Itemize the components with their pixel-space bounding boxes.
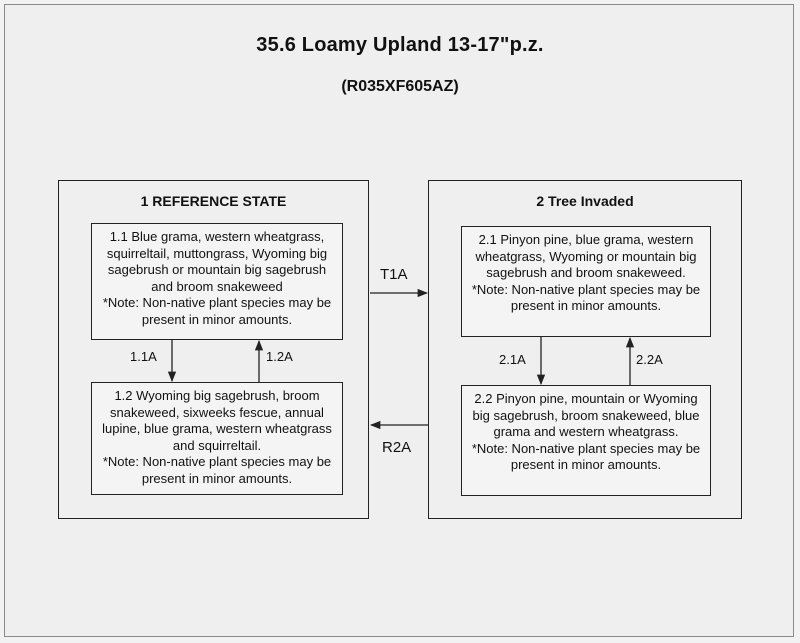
transition-t1a-label: T1A: [380, 266, 408, 283]
pathway-2-2a-label: 2.2A: [636, 352, 663, 367]
phase-1-2-text: 1.2 Wyoming big sagebrush, broom snakewe…: [102, 388, 332, 453]
phase-1-1-box: 1.1 Blue grama, western wheatgrass, squi…: [91, 223, 343, 340]
phase-2-1-note: *Note: Non-native plant species may be p…: [471, 281, 701, 314]
phase-2-1-text: 2.1 Pinyon pine, blue grama, western whe…: [475, 232, 697, 280]
phase-2-1-box: 2.1 Pinyon pine, blue grama, western whe…: [461, 226, 711, 337]
phase-1-2-box: 1.2 Wyoming big sagebrush, broom snakewe…: [91, 382, 343, 495]
transition-r2a-label: R2A: [382, 439, 412, 456]
phase-2-2-note: *Note: Non-native plant species may be p…: [471, 440, 701, 473]
state-2-title: 2 Tree Invaded: [536, 193, 634, 209]
phase-1-1-note: *Note: Non-native plant species may be p…: [102, 295, 332, 327]
pathway-2-1a-label: 2.1A: [499, 352, 526, 367]
phase-1-2-note: *Note: Non-native plant species may be p…: [102, 454, 332, 486]
diagram-subtitle: (R035XF605AZ): [341, 78, 459, 95]
pathway-1-2a-label: 1.2A: [266, 349, 293, 364]
state-1-title: 1 REFERENCE STATE: [140, 193, 287, 209]
phase-2-2-box: 2.2 Pinyon pine, mountain or Wyoming big…: [461, 385, 711, 496]
pathway-1-1a-label: 1.1A: [130, 349, 157, 364]
phase-2-2-text: 2.2 Pinyon pine, mountain or Wyoming big…: [472, 391, 700, 439]
diagram-title: 35.6 Loamy Upland 13-17"p.z.: [256, 34, 544, 56]
phase-1-1-text: 1.1 Blue grama, western wheatgrass, squi…: [106, 229, 328, 294]
